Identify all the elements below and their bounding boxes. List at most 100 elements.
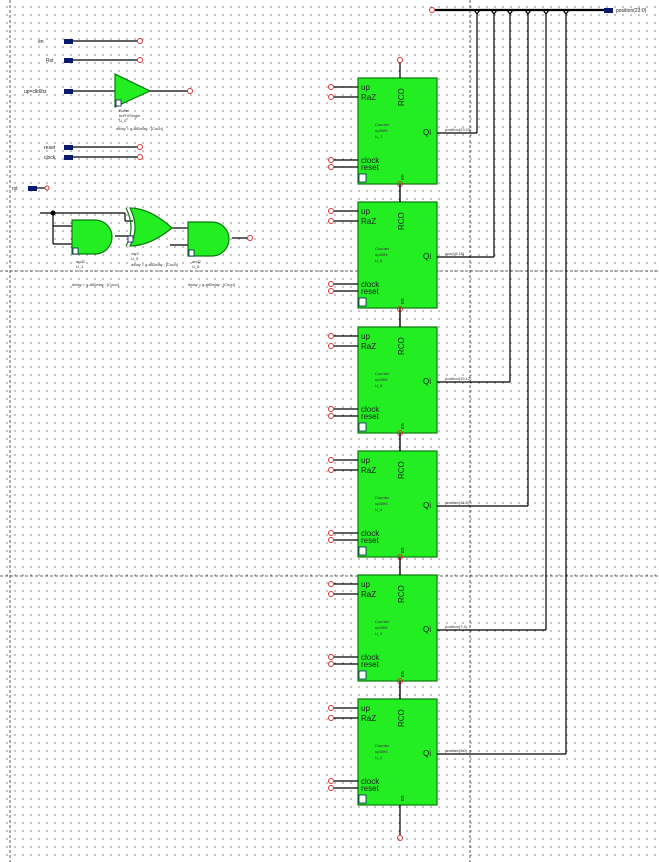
up-pin[interactable] — [328, 333, 334, 339]
raz-pin[interactable] — [328, 467, 334, 473]
up-pin[interactable] — [328, 84, 334, 90]
clock-pin[interactable] — [328, 530, 334, 536]
up-pin[interactable] — [328, 705, 334, 711]
bus-tap — [524, 9, 532, 15]
block-tag — [358, 794, 367, 804]
reset-pin-label: reset — [361, 660, 380, 669]
bus-tap — [473, 9, 481, 15]
reset-pin[interactable] — [328, 413, 334, 419]
buffer-inst: U_0 — [119, 118, 127, 123]
reset-pin-label: reset — [361, 163, 380, 172]
raz-pin[interactable] — [328, 715, 334, 721]
buffer-gate[interactable]: Buffer bufTriSingle U_0 delay = g.allDel… — [114, 73, 193, 131]
counter-inst: U_7 — [375, 134, 383, 139]
input-port-1[interactable]: en — [38, 38, 143, 46]
xor-gate[interactable]: xor2 U_5 delay = g.allDelay ; [Coun] — [125, 207, 178, 267]
q-label: Qi — [423, 625, 431, 634]
bus-label: position(23:20) — [445, 127, 472, 132]
clock-pin[interactable] — [328, 406, 334, 412]
bus-tap — [490, 9, 498, 15]
buffer-name: bufTriSingle — [119, 113, 141, 118]
bus-label: position(3:0) — [445, 748, 468, 753]
input-port-4[interactable]: reset — [44, 144, 143, 152]
q-label: Qi — [423, 377, 431, 386]
en-label: en — [400, 298, 406, 304]
counter-body[interactable] — [357, 698, 438, 806]
reset-pin[interactable] — [328, 661, 334, 667]
and-gate-1[interactable]: and2 U_1 delay = g.allDelay ; [Coun] — [71, 219, 119, 287]
bus-tap — [506, 9, 514, 15]
block-tag — [358, 546, 367, 556]
input-port-3[interactable]: up=clk6hz — [24, 89, 115, 95]
reset-pin[interactable] — [328, 537, 334, 543]
counter-type: Counter — [375, 246, 390, 251]
rco-label: RCO — [397, 585, 406, 603]
gate-name: xor2 — [131, 251, 140, 256]
clock-pin-label: clock — [361, 280, 380, 289]
clock-pin-label: clock — [361, 529, 380, 538]
reset-pin-label: reset — [361, 412, 380, 421]
bus-label: position(15:12) — [445, 376, 472, 381]
input-label: rst — [12, 186, 18, 192]
output-bus[interactable]: position(23:0) — [429, 7, 647, 15]
en-label: en — [400, 423, 406, 429]
counter-type: Counter — [375, 619, 390, 624]
gate-delay: delay = g.allDelay ; [Coun] — [72, 282, 119, 287]
q-label: Qi — [423, 749, 431, 758]
up-pin[interactable] — [328, 581, 334, 587]
clock-pin-label: clock — [361, 405, 380, 414]
buffer-type: Buffer — [119, 108, 130, 113]
raz-pin[interactable] — [328, 343, 334, 349]
up-pin-label: up — [361, 704, 370, 713]
counter-body[interactable] — [357, 201, 438, 309]
gate-inst: U_1 — [76, 264, 84, 269]
block-tag — [358, 297, 367, 307]
up-pin[interactable] — [328, 208, 334, 214]
input-port-2[interactable]: Rst — [46, 57, 143, 65]
counter-type: Counter — [375, 495, 390, 500]
clock-pin[interactable] — [328, 157, 334, 163]
rco-label: RCO — [397, 212, 406, 230]
clock-pin[interactable] — [328, 281, 334, 287]
reset-pin[interactable] — [328, 288, 334, 294]
counter-lib: upDiff4 — [375, 625, 388, 630]
and-gate-2[interactable]: and2 U_8 delay = g.allDelay ; [Coun] — [187, 221, 235, 287]
raz-pin[interactable] — [328, 94, 334, 100]
counter-body[interactable] — [357, 326, 438, 434]
raz-pin[interactable] — [328, 591, 334, 597]
clock-pin[interactable] — [328, 654, 334, 660]
input-port-6[interactable]: rst — [12, 185, 50, 192]
rco-pin[interactable] — [397, 57, 403, 63]
block-tag — [358, 670, 367, 680]
buffer-delay: delay = g.allDelay ; [Coun] — [116, 126, 163, 131]
up-pin[interactable] — [328, 457, 334, 463]
raz-pin-label: RaZ — [361, 714, 376, 723]
up-pin-label: up — [361, 332, 370, 341]
en-label: en — [400, 174, 406, 180]
carry-in-pin[interactable] — [397, 835, 403, 841]
reset-pin-label: reset — [361, 784, 380, 793]
bus-tap — [562, 9, 570, 15]
raz-pin-label: RaZ — [361, 466, 376, 475]
input-port-5[interactable]: clock — [44, 154, 143, 162]
bus-label: position(7:4) — [445, 624, 468, 629]
block-tag — [358, 173, 367, 183]
counter-body[interactable] — [357, 574, 438, 682]
reset-pin[interactable] — [328, 785, 334, 791]
reset-pin[interactable] — [328, 164, 334, 170]
bus-tap — [542, 9, 550, 15]
input-label: reset — [44, 145, 56, 151]
up-pin-label: up — [361, 580, 370, 589]
raz-pin[interactable] — [328, 218, 334, 224]
clock-pin[interactable] — [328, 778, 334, 784]
clock-pin-label: clock — [361, 777, 380, 786]
raz-pin-label: RaZ — [361, 93, 376, 102]
bus-label: position(11:8) — [445, 500, 470, 505]
